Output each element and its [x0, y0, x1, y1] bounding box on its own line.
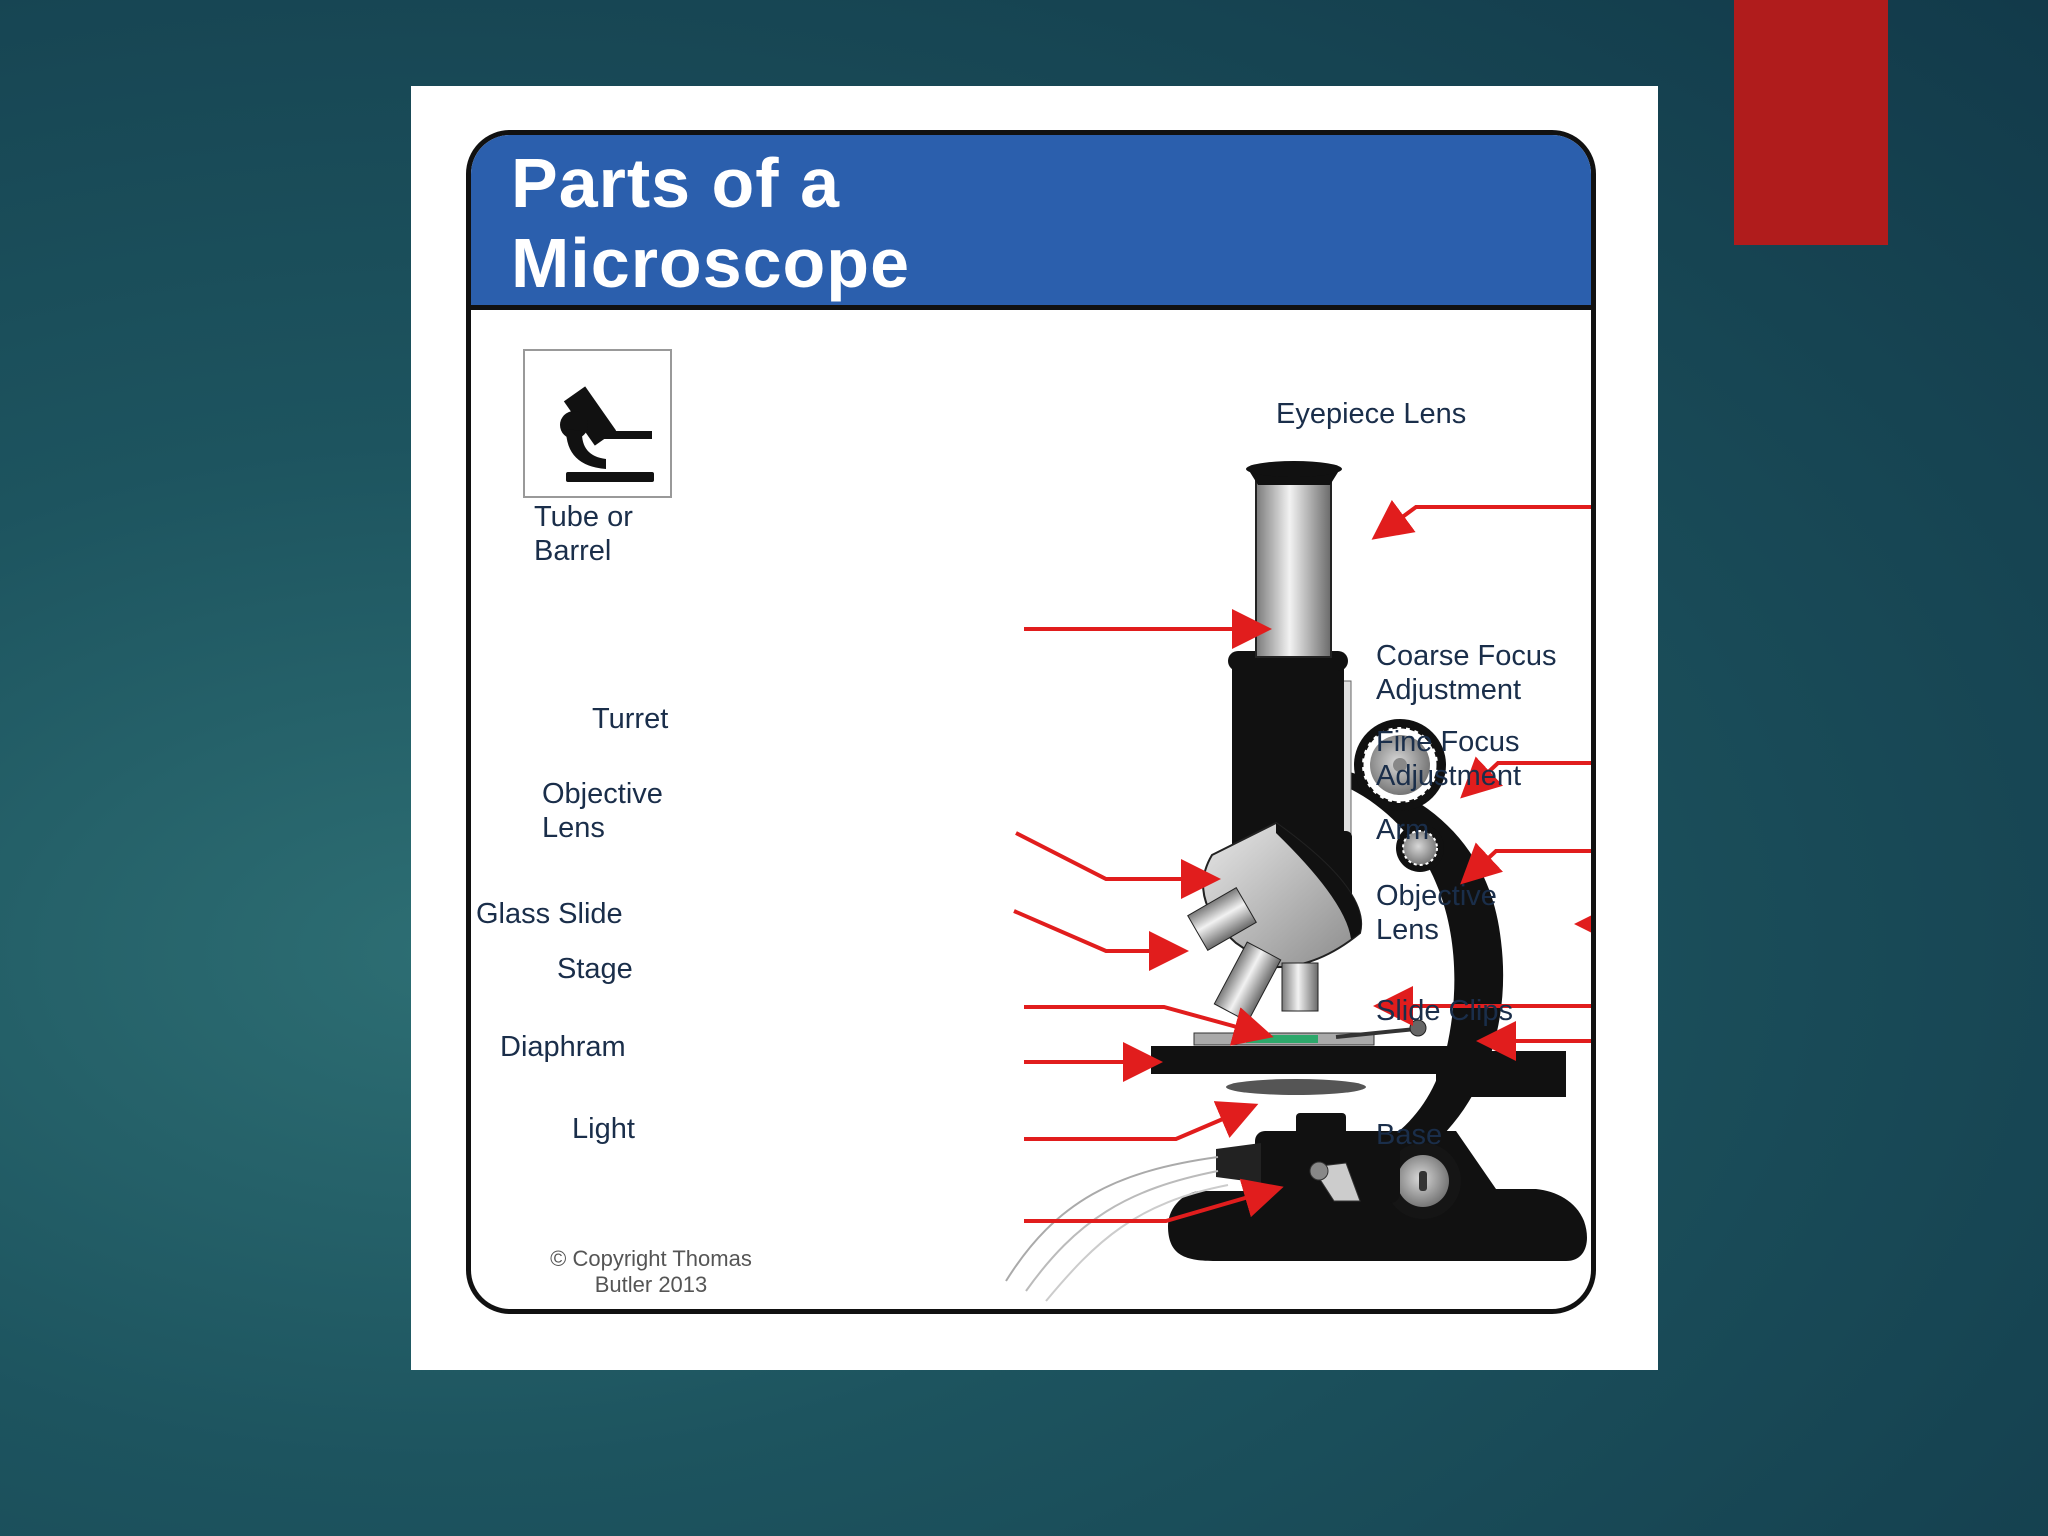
barrel [1255, 476, 1332, 658]
label-diaphram: Diaphram [500, 1031, 626, 1063]
red-accent-bar [1734, 0, 1888, 245]
light-arrow [1024, 1178, 1284, 1223]
label-turret: Turret [592, 703, 669, 735]
label-glass-slide: Glass Slide [476, 898, 623, 930]
diaphragm-top [1296, 1113, 1346, 1135]
label-slide-clips: Slide Clips [1376, 995, 1513, 1027]
label-light: Light [572, 1113, 635, 1145]
fine-knob-face [1402, 830, 1438, 866]
fine-arrow [1460, 842, 1591, 885]
slide-clip-screw [1409, 1019, 1427, 1037]
cord-3 [1045, 1184, 1229, 1302]
icon-stage [596, 431, 652, 439]
turret-arrow [1015, 831, 1221, 899]
stage-mount [1436, 1051, 1566, 1097]
icon-base [566, 472, 654, 482]
slide-clip-bar [1335, 1027, 1417, 1039]
objective-left-arrow [1013, 909, 1189, 971]
header-band: Parts of a Microscope [471, 135, 1591, 310]
label-objective-lens-left: Objective Lens [542, 778, 663, 844]
diaphram-arrow [1024, 1101, 1259, 1141]
eyepiece-rim [1246, 461, 1342, 477]
label-arm: Arm [1376, 814, 1430, 846]
microscope-body [1005, 461, 1587, 1302]
objective-3 [1281, 962, 1319, 1012]
objective-1 [1187, 886, 1257, 952]
specimen [1246, 1035, 1318, 1043]
label-coarse-focus-adjustment: Coarse Focus Adjustment [1376, 640, 1557, 706]
turret-rim [1276, 823, 1362, 939]
coarse-knob-center [1393, 758, 1407, 772]
cord-1 [1005, 1156, 1219, 1282]
lamp-lever-pin [1309, 1161, 1329, 1181]
label-tube-or-barrel: Tube or Barrel [534, 501, 633, 567]
label-objective-lens-right: Objective Lens [1376, 880, 1497, 946]
eyepiece-arrow [1371, 499, 1591, 540]
icon-arm [566, 429, 606, 469]
label-fine-focus-adjustment: Fine Focus Adjustment [1376, 726, 1522, 792]
label-eyepiece-lens: Eyepiece Lens [1276, 398, 1467, 430]
lamp [1216, 1143, 1261, 1183]
label-stage: Stage [557, 953, 633, 985]
condenser [1226, 1079, 1366, 1095]
pivot-slot [1419, 1171, 1427, 1191]
label-base: Base [1376, 1119, 1443, 1151]
glass-slide-arrow [1024, 1005, 1274, 1046]
microscope-illustration [523, 349, 1591, 1302]
copyright-note: © Copyright Thomas Butler 2013 [550, 1246, 752, 1297]
cord-2 [1025, 1170, 1219, 1292]
coarse-arrow [1460, 756, 1591, 799]
slide-clips-arrow [1476, 1021, 1591, 1061]
microscope-icon [523, 349, 672, 498]
stage-plate [1151, 1046, 1481, 1074]
diagram-card: Parts of a Microscope [466, 130, 1596, 1314]
tube-lower [1232, 657, 1344, 881]
icon-tube [563, 386, 617, 446]
diagram-title: Parts of a Microscope [511, 144, 910, 302]
